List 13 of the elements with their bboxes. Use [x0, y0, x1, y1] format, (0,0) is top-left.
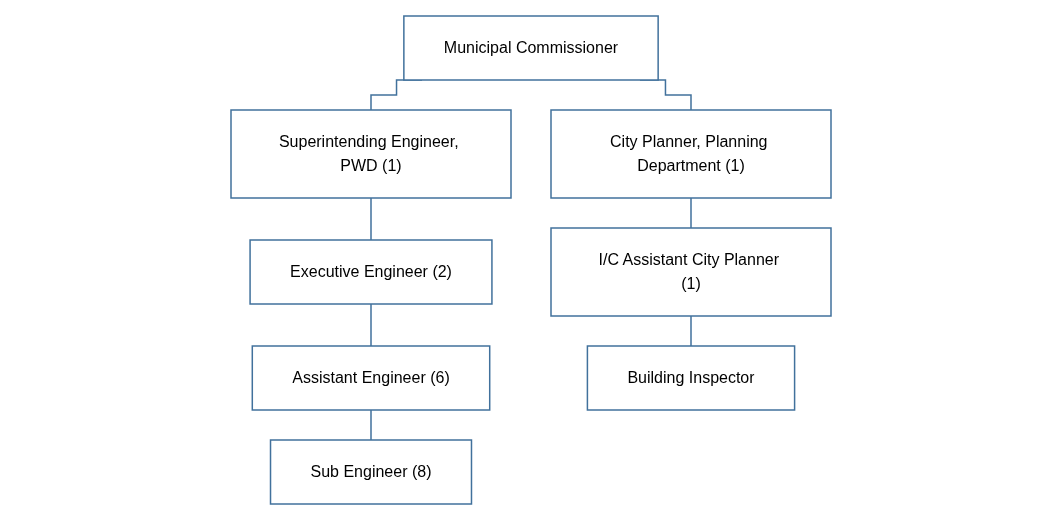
node-box: I/C Assistant City Planner (1): [550, 227, 832, 317]
node-box: City Planner, Planning Department (1): [550, 109, 832, 199]
node-box: Sub Engineer (8): [269, 439, 473, 505]
node-box: Executive Engineer (2): [249, 239, 493, 305]
node-box: Municipal Commissioner: [403, 15, 659, 81]
connector: [690, 315, 692, 347]
node-box: Assistant Engineer (6): [251, 345, 491, 411]
connector: [370, 303, 372, 347]
connector: [370, 409, 372, 441]
node-box: Building Inspector: [586, 345, 796, 411]
connector: [690, 197, 692, 229]
node-box: Superintending Engineer, PWD (1): [230, 109, 512, 199]
connector: [370, 197, 372, 241]
